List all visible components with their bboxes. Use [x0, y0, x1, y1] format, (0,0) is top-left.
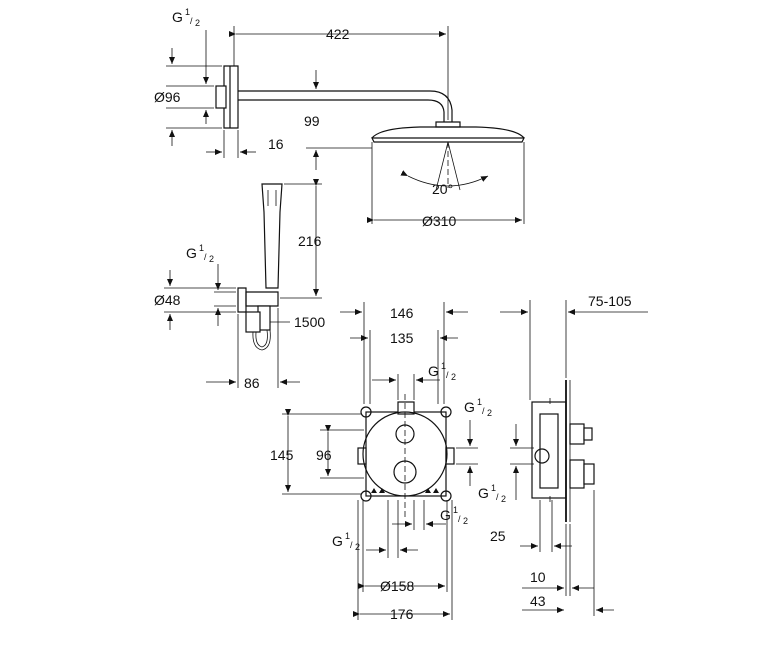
hand-shower-body — [261, 183, 283, 289]
angle-arc — [400, 170, 489, 187]
svg-text:G: G — [186, 245, 197, 261]
thread-label-top: G 1 / 2 — [172, 7, 200, 28]
thread-label-right-outlet: G 1 / 2 — [464, 397, 492, 418]
side-knob-top-cap — [583, 427, 593, 441]
svg-text:1: 1 — [441, 361, 446, 371]
svg-text:/: / — [482, 406, 485, 416]
svg-text:/: / — [190, 16, 193, 26]
thread-label-mid: G 1 / 2 — [186, 243, 214, 264]
svg-text:G: G — [478, 485, 489, 501]
cover-diameter-label: Ø158 — [380, 578, 414, 594]
svg-text:G: G — [332, 533, 343, 549]
cover-width-label: 176 — [390, 606, 414, 622]
box-width-outer-label: 146 — [390, 305, 414, 321]
flange-inlet — [215, 85, 227, 109]
wall-depth-label: 75-105 — [588, 293, 632, 309]
side-inlet — [534, 448, 550, 464]
svg-text:/: / — [496, 492, 499, 502]
box-corner — [360, 406, 372, 418]
side-knob-bottom-cap — [583, 463, 595, 485]
box-height-label: 145 — [270, 447, 294, 463]
head-angle-label: 20° — [432, 181, 453, 197]
svg-text:1: 1 — [199, 243, 204, 253]
outlet-projection-label: 86 — [244, 375, 260, 391]
svg-text:2: 2 — [195, 18, 200, 28]
valve-inner — [539, 413, 559, 489]
box-corner — [440, 490, 452, 502]
side-knob-top — [569, 423, 585, 445]
svg-text:/: / — [350, 540, 353, 550]
shower-head-face — [371, 137, 525, 143]
side-projection-label: 43 — [530, 593, 546, 609]
side-offset-label: 25 — [490, 528, 506, 544]
svg-text:G: G — [172, 9, 183, 25]
svg-text:/: / — [204, 252, 207, 262]
thread-label-top-outlet: G 1 / 2 — [428, 361, 456, 382]
outlet-diameter-label: Ø48 — [154, 292, 181, 308]
flange-diameter-label: Ø96 — [154, 89, 181, 105]
side-knob-bottom — [569, 459, 585, 489]
overhead-shower-view: 20° 422 99 Ø96 G 1 / 2 16 — [154, 7, 525, 229]
top-outlet — [397, 401, 415, 415]
angle-line-left — [435, 141, 449, 191]
hand-shower-view: 216 1500 Ø48 G 1 / 2 86 — [154, 179, 325, 391]
svg-text:1: 1 — [477, 397, 482, 407]
svg-text:2: 2 — [487, 408, 492, 418]
angle-line-right — [447, 141, 461, 191]
left-outlet — [357, 447, 367, 465]
box-corner — [440, 406, 452, 418]
right-outlet — [445, 447, 455, 465]
svg-text:2: 2 — [451, 372, 456, 382]
svg-text:1: 1 — [491, 483, 496, 493]
svg-text:2: 2 — [463, 516, 468, 526]
thread-label-bottom-right: G 1 / 2 — [440, 505, 468, 526]
svg-text:2: 2 — [355, 542, 360, 552]
hose-nut — [245, 311, 261, 333]
box-corner — [360, 490, 372, 502]
shower-arm-top — [238, 90, 453, 122]
holder — [245, 291, 279, 307]
svg-text:1: 1 — [185, 7, 190, 17]
svg-text:G: G — [428, 363, 439, 379]
svg-text:1: 1 — [345, 531, 350, 541]
svg-text:G: G — [464, 399, 475, 415]
box-width-inner-label: 135 — [390, 330, 414, 346]
shower-arm-bottom — [238, 99, 445, 122]
arm-length-label: 422 — [326, 26, 350, 42]
svg-text:/: / — [458, 514, 461, 524]
hose-loop-inner — [255, 329, 268, 348]
thermostat-side-view: 75-105 G 1 / 2 25 10 43 — [478, 293, 648, 616]
thread-label-bottom-left: G 1 / 2 — [332, 531, 360, 552]
thread-label-side: G 1 / 2 — [478, 483, 506, 504]
shower-head-top — [371, 126, 525, 139]
head-joint — [435, 121, 461, 128]
thermostat-front-view: 146 135 G 1 / 2 G 1 / 2 1 — [270, 302, 492, 622]
hose-length-label: 1500 — [294, 314, 325, 330]
handshower-height-label: 216 — [298, 233, 322, 249]
hose-loop — [252, 329, 271, 351]
svg-text:2: 2 — [501, 494, 506, 504]
flange-depth-label: 16 — [268, 136, 284, 152]
svg-text:2: 2 — [209, 254, 214, 264]
head-diameter-label: Ø310 — [422, 213, 456, 229]
svg-text:/: / — [446, 370, 449, 380]
knob-spacing-label: 96 — [316, 447, 332, 463]
valve-body-side — [531, 401, 567, 499]
outlet-flange — [237, 287, 247, 313]
svg-text:1: 1 — [453, 505, 458, 515]
side-min-label: 10 — [530, 569, 546, 585]
arm-drop-label: 99 — [304, 113, 320, 129]
svg-text:G: G — [440, 507, 451, 523]
